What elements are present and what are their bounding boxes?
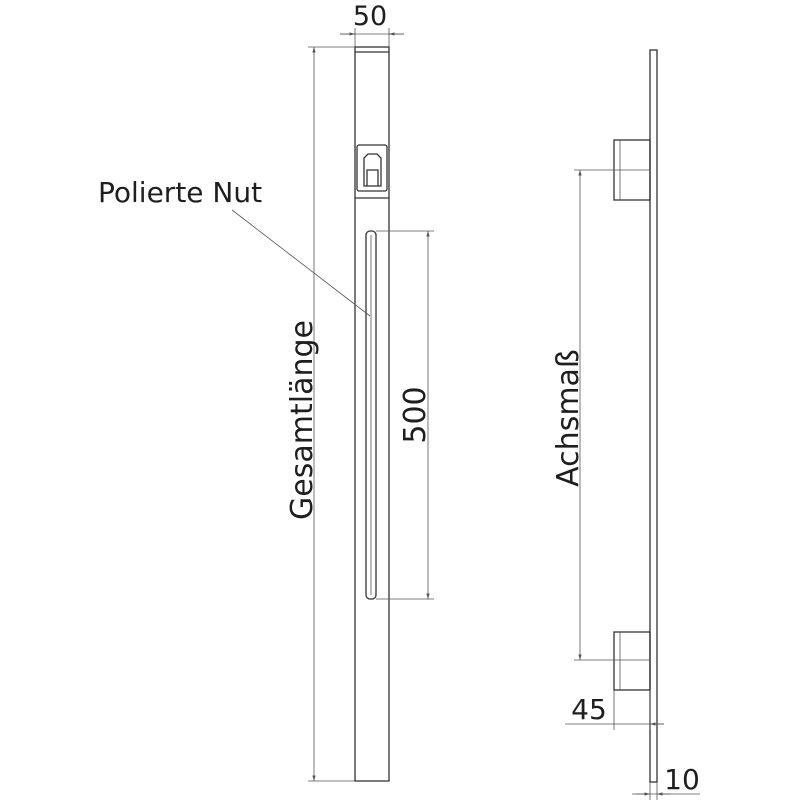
handle-bar [354,46,390,782]
groove-callout-label: Polierte Nut [98,176,262,209]
groove-length-label: 500 [398,386,433,443]
groove-leader-line [231,209,371,317]
side-plate [649,49,658,783]
axis-distance-label: Achsmaß [551,349,586,487]
side-view: Achsmaß 45 10 [551,49,700,800]
overall-length-label: Gesamtlänge [285,320,320,520]
thickness-label: 10 [664,763,700,796]
lock-icon [363,153,382,187]
lock-housing [356,144,388,192]
foot-offset-label: 45 [571,693,607,726]
front-view: 50 Gesamtlänge 500 Polierte Nut [98,1,434,782]
width-dim-label: 50 [353,1,387,32]
polished-groove [365,230,377,600]
lower-foot [613,631,651,691]
